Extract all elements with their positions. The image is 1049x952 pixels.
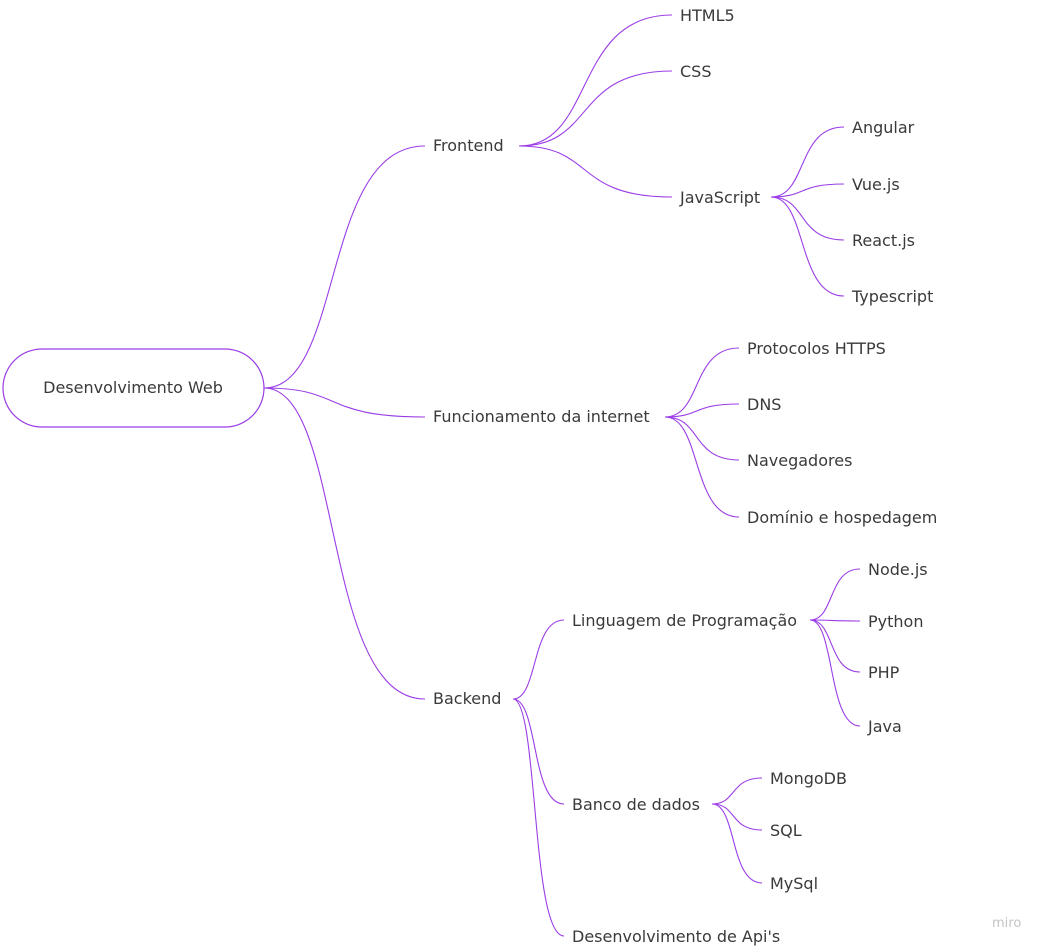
node-linguagem-programacao[interactable]: Linguagem de Programação [572,611,797,630]
node-php[interactable]: PHP [868,663,900,682]
edge-linguagem-nodejs [809,568,861,621]
node-navegadores[interactable]: Navegadores [747,451,852,470]
node-desenvolvimento-apis[interactable]: Desenvolvimento de Api's [572,927,780,946]
node-dominio-hospedagem[interactable]: Domínio e hospedagem [747,508,937,527]
edge-backend-apis [512,698,565,937]
node-nodejs[interactable]: Node.js [868,560,928,579]
edge-internet-dominio [664,416,740,518]
edge-banco-mongodb [711,777,763,805]
edge-linguagem-python [809,619,861,622]
edge-frontend-javascript [518,145,673,198]
node-java[interactable]: Java [867,717,902,736]
node-javascript[interactable]: JavaScript [679,188,760,207]
edge-root-frontend [263,145,426,389]
node-python[interactable]: Python [868,612,923,631]
node-angular[interactable]: Angular [852,118,915,137]
edge-javascript-angular [770,126,845,198]
edge-banco-mysql [711,803,763,884]
edge-backend-linguagem [512,619,565,700]
edge-internet-dns [664,403,740,418]
node-html5[interactable]: HTML5 [680,6,735,25]
edge-linguagem-java [809,619,861,727]
node-reactjs[interactable]: React.js [852,231,915,250]
edge-backend-banco [512,698,565,805]
node-protocolos-https[interactable]: Protocolos HTTPS [747,339,886,358]
node-mysql[interactable]: MySql [770,874,818,893]
edge-frontend-html5 [518,14,673,147]
edge-linguagem-php [809,619,861,673]
node-banco-de-dados[interactable]: Banco de dados [572,795,700,814]
node-backend[interactable]: Backend [433,689,501,708]
edge-frontend-css [518,70,673,147]
edge-internet-protocolos [664,347,740,418]
edge-javascript-vuejs [770,183,845,198]
node-mongodb[interactable]: MongoDB [770,769,847,788]
root-node[interactable]: Desenvolvimento Web [2,348,265,428]
connector-lines [263,14,861,937]
node-sql[interactable]: SQL [770,821,802,840]
miro-watermark: miro [992,916,1021,931]
edge-root-internet [263,387,426,418]
edge-banco-sql [711,803,763,831]
edge-javascript-reactjs [770,196,845,241]
edge-root-backend [263,387,426,700]
node-typescript[interactable]: Typescript [851,287,933,306]
node-dns[interactable]: DNS [747,395,781,414]
node-funcionamento-internet[interactable]: Funcionamento da internet [433,407,650,426]
edge-internet-navegadores [664,416,740,461]
root-node-label: Desenvolvimento Web [43,378,223,397]
root-node-shape [2,348,265,428]
edge-javascript-typescript [770,196,845,297]
node-vuejs[interactable]: Vue.js [852,175,900,194]
node-frontend[interactable]: Frontend [433,136,504,155]
node-css[interactable]: CSS [680,62,711,81]
